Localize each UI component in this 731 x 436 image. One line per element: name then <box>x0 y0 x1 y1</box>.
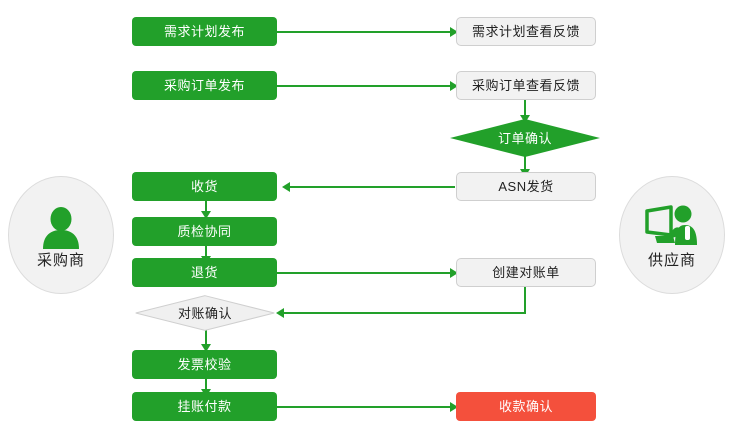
node-statement-confirm[interactable]: 对账确认 <box>135 295 275 331</box>
node-order-confirm[interactable]: 订单确认 <box>450 119 600 157</box>
edge-invoice-to-payment <box>205 379 207 391</box>
node-invoice-check[interactable]: 发票校验 <box>132 350 277 379</box>
node-label: 创建对账单 <box>492 265 560 280</box>
node-demand-plan-publish[interactable]: 需求计划发布 <box>132 17 277 46</box>
diamond-shape <box>135 295 275 331</box>
person-icon <box>34 203 88 249</box>
node-label: 采购订单发布 <box>163 78 245 93</box>
edge-confirm-to-asn <box>524 155 526 172</box>
edge-po-publish <box>274 85 452 87</box>
actor-buyer[interactable]: 采购商 <box>8 176 114 294</box>
edge-quality-to-return <box>205 246 207 258</box>
node-label: 质检协同 <box>177 224 232 239</box>
node-label: 对账确认 <box>177 305 232 321</box>
edge-statement-left <box>284 312 526 314</box>
node-label: 挂账付款 <box>177 399 232 414</box>
edge-receive-to-quality-arrow <box>201 211 211 219</box>
node-receipt-confirm[interactable]: 收款确认 <box>456 392 596 421</box>
node-return-goods[interactable]: 退货 <box>132 258 277 287</box>
node-label: ASN发货 <box>498 179 554 194</box>
edge-confirm-to-invoice <box>205 330 207 346</box>
node-label: 需求计划查看反馈 <box>471 24 580 39</box>
node-label: 收货 <box>190 179 218 194</box>
person-at-computer-icon <box>645 203 699 249</box>
node-quality-collab[interactable]: 质检协同 <box>132 217 277 246</box>
node-label: 需求计划发布 <box>163 24 245 39</box>
node-po-feedback[interactable]: 采购订单查看反馈 <box>456 71 596 100</box>
edge-demand-plan <box>274 31 452 33</box>
edge-po-feedback-to-confirm <box>524 100 526 117</box>
edge-return-to-statement-arrow <box>450 268 458 278</box>
node-label: 采购订单查看反馈 <box>471 78 580 93</box>
actor-label: 供应商 <box>647 251 696 269</box>
actor-label: 采购商 <box>36 251 85 269</box>
node-demand-plan-feedback[interactable]: 需求计划查看反馈 <box>456 17 596 46</box>
diamond-shape <box>450 119 600 157</box>
person-at-computer-icon-svg <box>645 204 697 245</box>
edge-asn-to-receive <box>290 186 455 188</box>
edge-payment-to-receipt-arrow <box>450 402 458 412</box>
node-label: 订单确认 <box>497 130 552 146</box>
edge-demand-plan-arrow <box>450 27 458 37</box>
edge-confirm-to-invoice-arrow <box>201 344 211 352</box>
edge-asn-to-receive-arrow <box>282 182 290 192</box>
node-create-statement[interactable]: 创建对账单 <box>456 258 596 287</box>
node-label: 收款确认 <box>498 399 553 414</box>
edge-payment-to-receipt <box>274 406 452 408</box>
node-asn-ship[interactable]: ASN发货 <box>456 172 596 201</box>
node-po-publish[interactable]: 采购订单发布 <box>132 71 277 100</box>
edge-receive-to-quality <box>205 201 207 213</box>
node-payable-payment[interactable]: 挂账付款 <box>132 392 277 421</box>
edge-return-to-statement <box>274 272 452 274</box>
edge-statement-to-confirm-arrow <box>276 308 284 318</box>
node-label: 退货 <box>190 265 218 280</box>
person-icon-svg <box>43 206 79 249</box>
edge-po-publish-arrow <box>450 81 458 91</box>
node-receive-goods[interactable]: 收货 <box>132 172 277 201</box>
actor-supplier[interactable]: 供应商 <box>619 176 725 294</box>
node-label: 发票校验 <box>177 357 232 372</box>
edge-statement-down <box>524 287 526 314</box>
